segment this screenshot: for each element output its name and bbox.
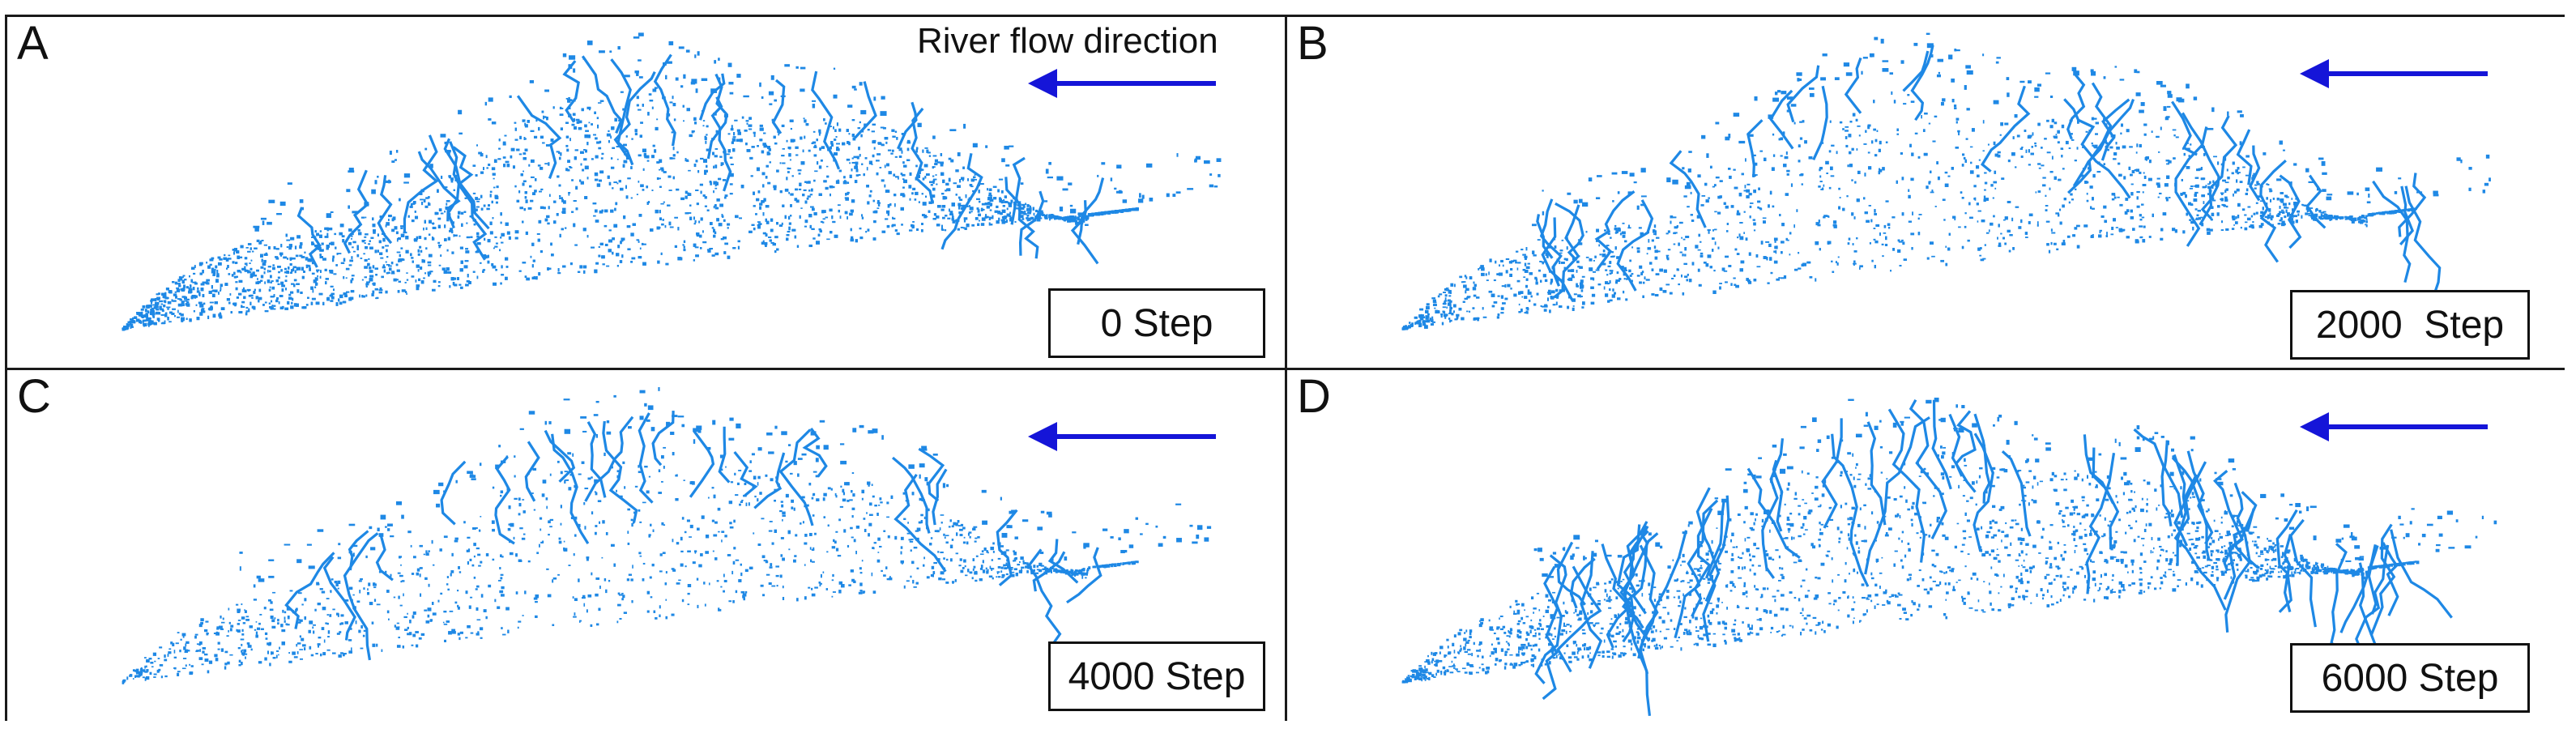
panel-label-d: D	[1297, 370, 1331, 423]
left-arrow-icon	[2300, 412, 2488, 441]
panel-a: A River flow direction 0 Step	[7, 17, 1285, 368]
particle-cloud-d	[1401, 397, 2497, 717]
left-arrow-icon	[2300, 59, 2488, 88]
left-arrow-icon	[1028, 422, 1216, 451]
panel-c: C 4000 Step	[7, 370, 1285, 721]
particle-cloud-c	[122, 387, 1212, 684]
panel-divider-horizontal	[7, 368, 2562, 370]
step-label-a: 0 Step	[1048, 288, 1265, 358]
particle-cloud-a	[122, 32, 1222, 331]
river-flow-label: River flow direction	[917, 21, 1218, 61]
left-arrow-icon	[1028, 69, 1216, 98]
panel-label-b: B	[1297, 17, 1329, 70]
step-label-c: 4000 Step	[1048, 641, 1265, 711]
step-label-d: 6000 Step	[2290, 643, 2530, 713]
particle-cloud-b	[1401, 32, 2491, 330]
panel-b: B 2000 Step	[1287, 17, 2565, 368]
step-label-b: 2000 Step	[2290, 290, 2530, 360]
figure-frame: A River flow direction 0 Step B 2000 Ste…	[5, 15, 2565, 721]
panel-label-a: A	[17, 17, 49, 70]
panel-label-c: C	[17, 370, 51, 423]
panel-d: D 6000 Step	[1287, 370, 2565, 721]
